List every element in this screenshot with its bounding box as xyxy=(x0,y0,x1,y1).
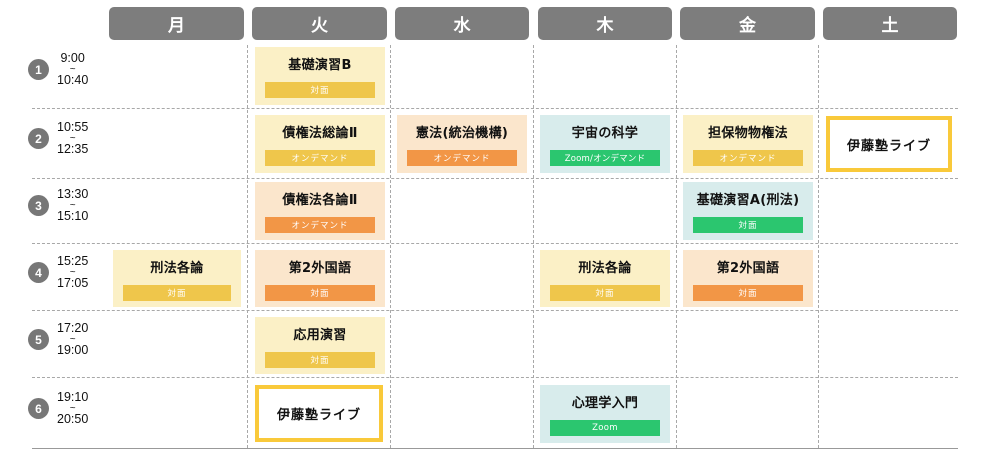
period-end: 12:35 xyxy=(57,142,89,156)
period-time: 17:20 ~ 19:00 xyxy=(57,322,88,357)
class-cell[interactable]: 債権法各論Ⅱ オンデマンド xyxy=(255,182,385,240)
class-name: 債権法総論Ⅱ xyxy=(282,126,358,141)
class-mode-tag: 対面 xyxy=(550,284,660,301)
class-name: 担保物物権法 xyxy=(708,126,788,141)
class-cell[interactable]: 債権法総論Ⅱ オンデマンド xyxy=(255,115,385,173)
class-cell[interactable]: 基礎演習A(刑法) 対面 xyxy=(683,182,813,240)
class-cell[interactable]: 担保物物権法 オンデマンド xyxy=(683,115,813,173)
day-header-sat: 土 xyxy=(823,7,957,40)
period-3: 3 13:30 ~ 15:10 xyxy=(28,188,88,223)
period-end: 19:00 xyxy=(57,343,89,357)
day-header-tue: 火 xyxy=(252,7,387,40)
period-sep: ~ xyxy=(69,200,76,211)
class-mode-tag: Zoom/オンデマンド xyxy=(550,150,660,166)
class-cell[interactable]: 基礎演習B 対面 xyxy=(255,47,385,105)
row-divider xyxy=(32,310,958,311)
column-divider xyxy=(533,45,534,448)
period-time: 9:00 ~ 10:40 xyxy=(57,52,88,87)
period-start: 13:30 xyxy=(57,187,89,201)
period-start: 9:00 xyxy=(60,51,85,65)
column-divider xyxy=(818,45,819,448)
class-name: 刑法各論 xyxy=(578,260,632,276)
period-end: 10:40 xyxy=(57,73,89,87)
period-time: 10:55 ~ 12:35 xyxy=(57,121,88,156)
period-start: 10:55 xyxy=(57,120,89,134)
period-start: 19:10 xyxy=(57,390,89,404)
column-divider xyxy=(676,45,677,448)
period-start: 17:20 xyxy=(57,321,89,335)
class-name: 債権法各論Ⅱ xyxy=(282,193,358,208)
day-header-wed: 水 xyxy=(395,7,529,40)
period-number-badge: 4 xyxy=(28,262,49,283)
period-number-badge: 1 xyxy=(28,59,49,80)
day-header-fri: 金 xyxy=(680,7,815,40)
period-1: 1 9:00 ~ 10:40 xyxy=(28,52,88,87)
class-name: 刑法各論 xyxy=(150,260,204,276)
class-mode-tag: Zoom xyxy=(550,420,660,436)
row-divider xyxy=(32,243,958,244)
day-header-mon: 月 xyxy=(109,7,244,40)
period-2: 2 10:55 ~ 12:35 xyxy=(28,121,88,156)
period-number-badge: 6 xyxy=(28,398,49,419)
class-cell[interactable]: 心理学入門 Zoom xyxy=(540,385,670,443)
period-time: 19:10 ~ 20:50 xyxy=(57,391,88,426)
class-name: 憲法(統治機構) xyxy=(415,126,509,141)
class-mode-tag: オンデマンド xyxy=(407,150,517,166)
period-5: 5 17:20 ~ 19:00 xyxy=(28,322,88,357)
table-bottom-border xyxy=(32,448,958,449)
class-cell-live[interactable]: 伊藤塾ライブ xyxy=(255,385,383,442)
class-name: 宇宙の科学 xyxy=(571,126,639,141)
period-end: 17:05 xyxy=(57,276,89,290)
class-mode-tag: 対面 xyxy=(265,82,375,98)
period-end: 15:10 xyxy=(57,209,89,223)
class-name: 第2外国語 xyxy=(716,260,780,276)
class-mode-tag: 対面 xyxy=(693,284,803,301)
period-time: 13:30 ~ 15:10 xyxy=(57,188,88,223)
class-cell[interactable]: 第2外国語 対面 xyxy=(255,250,385,307)
period-sep: ~ xyxy=(69,267,76,278)
class-mode-tag: 対面 xyxy=(265,351,375,368)
period-sep: ~ xyxy=(69,403,76,414)
class-mode-tag: オンデマンド xyxy=(693,150,803,166)
period-number-badge: 3 xyxy=(28,195,49,216)
class-name: 伊藤塾ライブ xyxy=(276,408,361,423)
class-cell[interactable]: 第2外国語 対面 xyxy=(683,250,813,307)
period-sep: ~ xyxy=(69,133,76,144)
class-mode-tag: 対面 xyxy=(693,217,803,233)
class-cell[interactable]: 宇宙の科学 Zoom/オンデマンド xyxy=(540,115,670,173)
class-cell[interactable]: 応用演習 対面 xyxy=(255,317,385,374)
row-divider xyxy=(32,178,958,179)
column-divider xyxy=(247,45,248,448)
class-name: 応用演習 xyxy=(293,327,347,343)
row-divider xyxy=(32,377,958,378)
period-end: 20:50 xyxy=(57,412,89,426)
period-number-badge: 5 xyxy=(28,329,49,350)
class-cell[interactable]: 憲法(統治機構) オンデマンド xyxy=(397,115,527,173)
period-time: 15:25 ~ 17:05 xyxy=(57,255,88,290)
class-cell-live[interactable]: 伊藤塾ライブ xyxy=(826,116,952,172)
class-mode-tag: 対面 xyxy=(123,284,231,301)
period-sep: ~ xyxy=(69,334,76,345)
period-number-badge: 2 xyxy=(28,128,49,149)
class-cell[interactable]: 刑法各論 対面 xyxy=(540,250,670,307)
class-name: 基礎演習A(刑法) xyxy=(696,193,800,208)
class-mode-tag: オンデマンド xyxy=(265,217,375,233)
row-divider xyxy=(32,108,958,109)
period-4: 4 15:25 ~ 17:05 xyxy=(28,255,88,290)
period-sep: ~ xyxy=(69,64,76,75)
class-name: 第2外国語 xyxy=(288,260,352,276)
class-cell[interactable]: 刑法各論 対面 xyxy=(113,250,241,307)
class-name: 基礎演習B xyxy=(288,58,352,73)
class-name: 伊藤塾ライブ xyxy=(846,138,931,154)
period-6: 6 19:10 ~ 20:50 xyxy=(28,391,88,426)
class-name: 心理学入門 xyxy=(571,396,639,411)
class-mode-tag: 対面 xyxy=(265,284,375,301)
class-mode-tag: オンデマンド xyxy=(265,150,375,166)
period-start: 15:25 xyxy=(57,254,89,268)
day-header-thu: 木 xyxy=(538,7,672,40)
column-divider xyxy=(390,45,391,448)
